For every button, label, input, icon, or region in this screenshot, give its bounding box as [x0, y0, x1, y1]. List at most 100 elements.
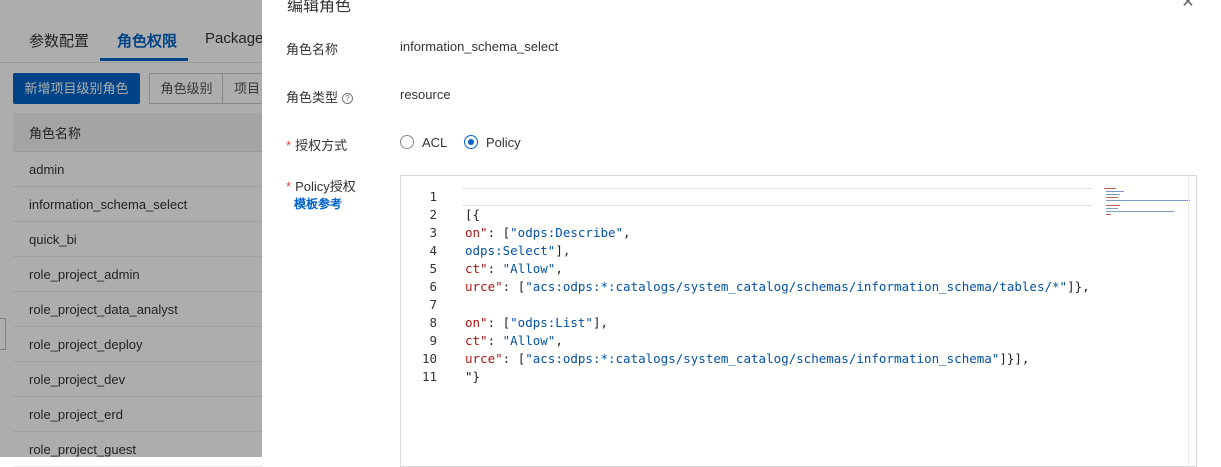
- template-reference-link[interactable]: 模板参考: [294, 197, 343, 211]
- json-key: on": [465, 315, 488, 330]
- json-string: "odps:Describe": [510, 225, 624, 240]
- line-number: 4: [429, 243, 437, 258]
- json-punctuation: ]}],: [999, 351, 1030, 366]
- table-row[interactable]: role_project_admin: [13, 257, 262, 292]
- policy-label-text: Policy授权: [295, 179, 356, 194]
- json-punctuation: ]},: [1067, 279, 1090, 294]
- json-punctuation: : [: [487, 315, 511, 330]
- json-string: "Allow": [502, 261, 556, 276]
- json-key: ct": [465, 333, 488, 348]
- json-punctuation: :: [487, 261, 503, 276]
- column-role-name: 角色名称: [29, 126, 82, 141]
- code-line[interactable]: ct": "Allow",: [465, 261, 563, 276]
- role-type-label-text: 角色类型: [286, 90, 339, 105]
- code-line[interactable]: ct": "Allow",: [465, 333, 563, 348]
- json-string: "acs:odps:*:catalogs/system_catalog/sche…: [525, 351, 1000, 366]
- line-number: 5: [429, 261, 437, 276]
- required-mark: *: [286, 179, 292, 194]
- json-punctuation: ],: [555, 243, 571, 258]
- json-punctuation: "}: [465, 369, 481, 384]
- table-row[interactable]: quick_bi: [13, 222, 262, 257]
- policy-label: *Policy授权: [286, 176, 356, 195]
- table-row[interactable]: admin: [13, 152, 262, 187]
- role-name: role_project_data_analyst: [29, 302, 178, 317]
- json-key: urce": [465, 279, 503, 294]
- json-string: "odps:List": [510, 315, 593, 330]
- line-number: 9: [429, 333, 437, 348]
- radio-acl-label: ACL: [422, 134, 448, 150]
- json-punctuation: ,: [555, 333, 563, 348]
- segment-role-level[interactable]: 角色级别: [149, 73, 224, 104]
- line-number: 7: [429, 297, 437, 312]
- auth-method-label-text: 授权方式: [295, 138, 348, 153]
- role-name: role_project_erd: [29, 407, 123, 422]
- indent-guide: [462, 188, 1092, 189]
- add-project-role-button[interactable]: 新增项目级别角色: [13, 73, 140, 104]
- role-name-value: information_schema_select: [400, 39, 559, 54]
- drawer-overlay-mask[interactable]: [0, 0, 262, 457]
- edit-role-drawer: 编辑角色 ✕ 角色名称 information_schema_select 角色…: [262, 0, 1221, 467]
- drawer-title: 编辑角色: [287, 0, 352, 15]
- code-line[interactable]: "}: [465, 369, 480, 384]
- tab-bar: 参数配置 角色权限 Package: [0, 0, 264, 63]
- line-number: 1: [429, 189, 437, 204]
- json-punctuation: ,: [555, 261, 563, 276]
- role-type-label: 角色类型?: [286, 87, 354, 106]
- json-key: urce": [465, 351, 503, 366]
- side-handle[interactable]: [0, 318, 6, 350]
- role-name: quick_bi: [29, 232, 77, 247]
- radio-circle-checked[interactable]: [464, 135, 478, 149]
- editor-minimap[interactable]: [1096, 186, 1191, 216]
- role-type-value: resource: [400, 87, 451, 102]
- code-line[interactable]: on": ["odps:List"],: [465, 315, 608, 330]
- radio-acl[interactable]: ACL: [400, 134, 447, 150]
- auth-method-label: *授权方式: [286, 135, 347, 154]
- table-row[interactable]: role_project_erd: [13, 397, 262, 432]
- role-name: role_project_dev: [29, 372, 126, 387]
- close-icon[interactable]: ✕: [1181, 0, 1195, 11]
- line-number: 2: [429, 207, 437, 222]
- table-row[interactable]: role_project_deploy: [13, 327, 262, 362]
- line-number: 8: [429, 315, 437, 330]
- active-tab-indicator: [100, 58, 188, 61]
- json-punctuation: ],: [592, 315, 609, 330]
- table-row[interactable]: role_project_data_analyst: [13, 292, 262, 327]
- line-number: 3: [429, 225, 437, 240]
- code-line[interactable]: urce": ["acs:odps:*:catalogs/system_cata…: [465, 279, 1090, 294]
- table-row[interactable]: role_project_dev: [13, 362, 262, 397]
- json-string: "Allow": [502, 333, 556, 348]
- role-name: admin: [29, 162, 65, 177]
- role-name: role_project_guest: [29, 442, 136, 457]
- tab-role-permissions[interactable]: 角色权限: [117, 33, 178, 50]
- role-name: information_schema_select: [29, 197, 188, 212]
- code-line[interactable]: odps:Select"],: [465, 243, 570, 258]
- line-number: 6: [429, 279, 437, 294]
- json-punctuation: : [: [502, 279, 526, 294]
- code-line[interactable]: urce": ["acs:odps:*:catalogs/system_cata…: [465, 351, 1029, 366]
- json-punctuation: [{: [465, 207, 481, 222]
- line-number: 11: [421, 369, 437, 384]
- indent-guide: [462, 205, 1092, 206]
- role-name: role_project_deploy: [29, 337, 143, 352]
- code-line[interactable]: on": ["odps:Describe",: [465, 225, 631, 240]
- json-key: ct": [465, 261, 488, 276]
- radio-policy-label: Policy: [486, 134, 521, 150]
- table-row[interactable]: information_schema_select: [13, 187, 262, 222]
- required-mark: *: [286, 138, 292, 153]
- editor-scrollbar[interactable]: [1188, 176, 1195, 466]
- code-line[interactable]: [{: [465, 207, 480, 222]
- radio-circle[interactable]: [400, 135, 414, 149]
- tab-package[interactable]: Package: [205, 30, 264, 47]
- json-punctuation: ,: [623, 225, 631, 240]
- role-name-label: 角色名称: [286, 42, 339, 57]
- tab-parameters[interactable]: 参数配置: [29, 33, 90, 50]
- help-icon[interactable]: ?: [342, 93, 354, 104]
- json-punctuation: :: [487, 333, 503, 348]
- json-key: on": [465, 225, 488, 240]
- line-number: 10: [421, 351, 437, 366]
- json-string: "acs:odps:*:catalogs/system_catalog/sche…: [525, 279, 1068, 294]
- json-punctuation: : [: [502, 351, 526, 366]
- radio-policy[interactable]: Policy: [464, 134, 521, 150]
- role-name: role_project_admin: [29, 267, 140, 282]
